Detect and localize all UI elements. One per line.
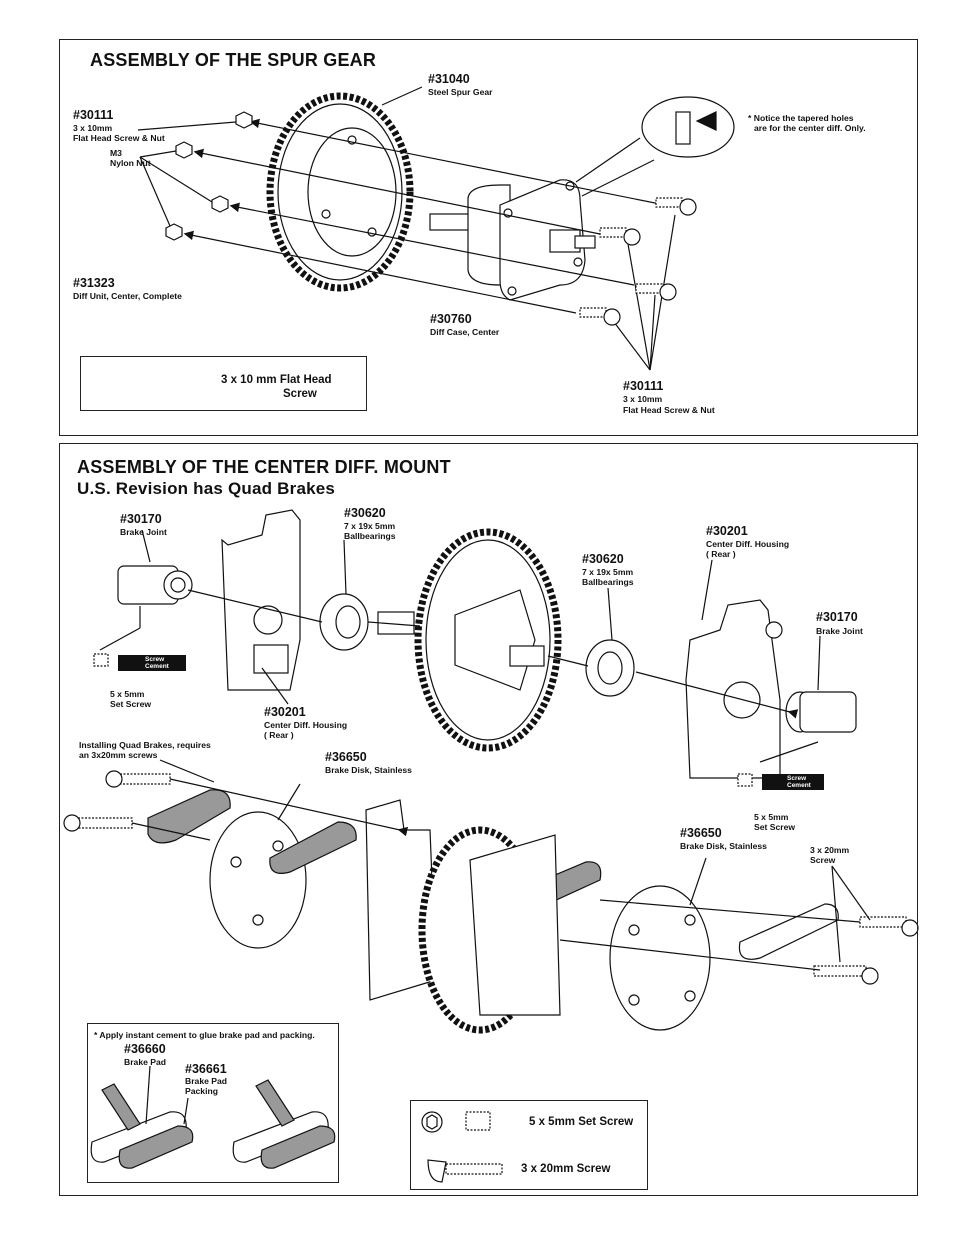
part-30111-desc-bottom-2: Flat Head Screw & Nut <box>623 405 715 415</box>
part-30201-desc-bottom-2: ( Rear ) <box>264 730 294 740</box>
part-31040-desc: Steel Spur Gear <box>428 87 493 97</box>
part-36660-number: #36660 <box>124 1042 166 1056</box>
spur-legend-text-2: Screw <box>283 388 317 400</box>
part-36661-desc-1: Brake Pad <box>185 1076 228 1086</box>
legend-set-screw: 5 x 5mm Set Screw <box>529 1116 634 1128</box>
part-30111-desc-bottom-1: 3 x 10mm <box>623 394 663 404</box>
set-screw-right-1: 5 x 5mm <box>754 812 789 822</box>
part-30201-desc-top-2: ( Rear ) <box>706 549 736 559</box>
part-30201-desc-top-1: Center Diff. Housing <box>706 539 790 549</box>
set-screw-left-2: Set Screw <box>110 699 152 709</box>
part-30170-number-left: #30170 <box>120 512 162 526</box>
center-diff-subtitle: U.S. Revision has Quad Brakes <box>77 479 336 498</box>
spur-gear-title: ASSEMBLY OF THE SPUR GEAR <box>90 50 377 70</box>
screw-cement-tag-left: Screw Cement <box>118 655 186 671</box>
part-36661-number: #36661 <box>185 1062 227 1076</box>
tapered-note-2: are for the center diff. Only. <box>754 123 866 133</box>
part-31040-number: #31040 <box>428 72 470 86</box>
part-30111-number-top: #30111 <box>73 108 114 122</box>
screw-cement-left-1: Screw <box>145 656 165 663</box>
part-30620-desc-right-1: 7 x 19x 5mm <box>582 567 634 577</box>
part-31323-desc: Diff Unit, Center, Complete <box>73 291 182 301</box>
legend-20mm-screw: 3 x 20mm Screw <box>521 1163 611 1175</box>
part-30760-number: #30760 <box>430 312 472 326</box>
part-30111-desc-top-1: 3 x 10mm <box>73 123 113 133</box>
part-31323-number: #31323 <box>73 276 115 290</box>
m3-label-1: M3 <box>110 148 122 158</box>
m3-label-2: Nylon Nut <box>110 158 151 168</box>
screw-20mm-label-2: Screw <box>810 855 836 865</box>
part-30620-desc-left-1: 7 x 19x 5mm <box>344 521 396 531</box>
screw-cement-right-2: Cement <box>787 782 811 789</box>
screw-20mm-label-1: 3 x 20mm <box>810 845 850 855</box>
part-36660-desc: Brake Pad <box>124 1057 167 1067</box>
spur-legend-text-1: 3 x 10 mm Flat Head <box>221 374 332 386</box>
part-30620-desc-right-2: Ballbearings <box>582 577 634 587</box>
part-36661-desc-2: Packing <box>185 1086 218 1096</box>
spur-gear-panel <box>59 39 918 436</box>
tapered-note-1: * Notice the tapered holes <box>748 113 854 123</box>
part-30620-number-left: #30620 <box>344 506 386 520</box>
part-30111-desc-top-2: Flat Head Screw & Nut <box>73 133 165 143</box>
part-30170-desc-left: Brake Joint <box>120 527 167 537</box>
part-30170-number-right: #30170 <box>816 610 858 624</box>
part-30111-number-bottom: #30111 <box>623 379 664 393</box>
quad-brake-note-2: an 3x20mm screws <box>79 750 158 760</box>
spur-legend-box: 3 x 10 mm Flat Head Screw <box>80 356 367 411</box>
part-30201-desc-bottom-1: Center Diff. Housing <box>264 720 348 730</box>
screw-cement-right-1: Screw <box>787 775 807 782</box>
center-diff-title: ASSEMBLY OF THE CENTER DIFF. MOUNT <box>77 457 451 477</box>
part-36650-desc-bottom: Brake Disk, Stainless <box>680 841 767 851</box>
part-36650-desc-top: Brake Disk, Stainless <box>325 765 412 775</box>
set-screw-right-2: Set Screw <box>754 822 796 832</box>
set-screw-left-1: 5 x 5mm <box>110 689 145 699</box>
brake-pad-box: * Apply instant cement to glue brake pad… <box>87 1023 339 1183</box>
part-30620-desc-left-2: Ballbearings <box>344 531 396 541</box>
center-diff-panel <box>59 443 918 1196</box>
part-30760-desc: Diff Case, Center <box>430 327 500 337</box>
part-30201-number-bottom: #30201 <box>264 705 306 719</box>
part-30170-desc-right: Brake Joint <box>816 626 863 636</box>
screw-cement-tag-right: Screw Cement <box>762 774 824 790</box>
mount-legend-box: 5 x 5mm Set Screw 3 x 20mm Screw <box>410 1100 648 1190</box>
part-30201-number-top: #30201 <box>706 524 748 538</box>
screw-cement-left-2: Cement <box>145 663 169 670</box>
quad-brake-note-1: Installing Quad Brakes, requires <box>79 740 211 750</box>
part-36650-number-top: #36650 <box>325 750 367 764</box>
part-36650-number-bottom: #36650 <box>680 826 722 840</box>
brake-pad-note: * Apply instant cement to glue brake pad… <box>94 1030 315 1040</box>
part-30620-number-right: #30620 <box>582 552 624 566</box>
